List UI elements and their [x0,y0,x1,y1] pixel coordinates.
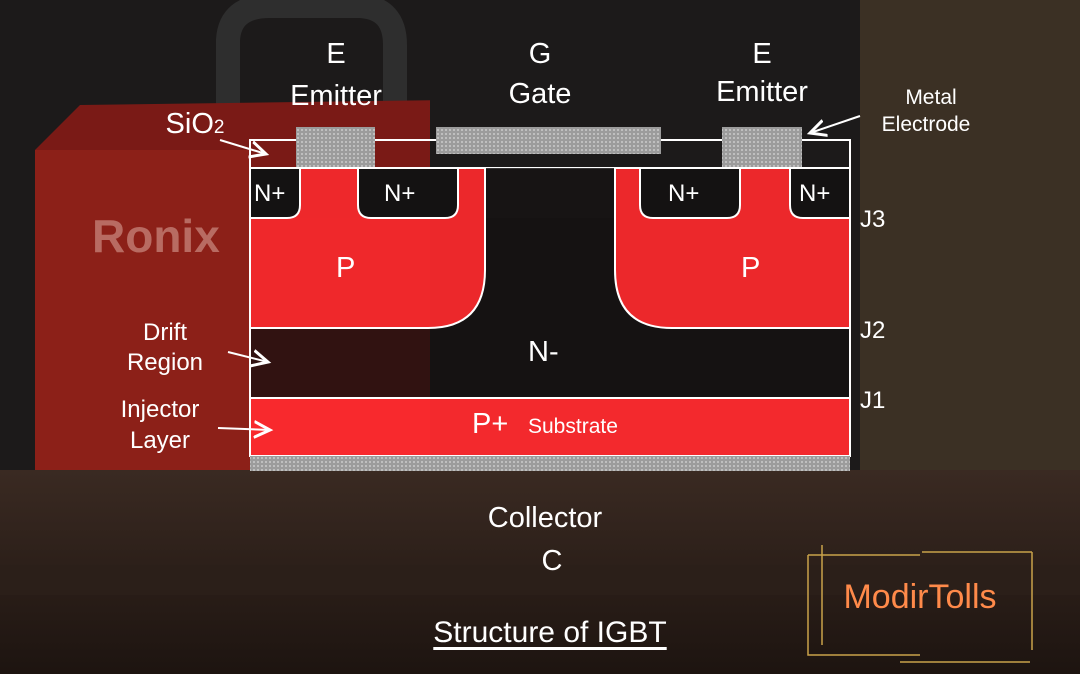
machine-logo: Ronix [92,210,220,262]
n-plus-label-2: N+ [384,180,416,207]
drift-label-1: Drift [143,319,187,346]
emitter-left-letter: E [326,38,346,70]
background-beam-edge [0,565,1080,595]
emitter-left-name: Emitter [290,80,382,112]
sio2-subscript: 2 [213,117,225,138]
machine-side-face [35,150,250,470]
watermark-frame-inner [821,545,1033,663]
n-plus-pocket-3 [639,167,741,219]
emitter-electrode-left [296,127,375,167]
gate-letter: G [528,38,552,70]
p-label-left: P [336,252,356,284]
p-label-right: P [741,252,761,284]
emitter-right-letter: E [752,38,772,70]
n-plus-pocket-4 [789,167,851,219]
metal-electrode-label-1: Metal [905,86,957,109]
drift-label-2: Region [126,349,204,376]
junction-j3: J3 [860,206,886,233]
gate-electrode [436,127,661,154]
n-plus-pocket-2 [357,167,459,219]
collector-electrode [250,456,850,471]
sio2-arrow [219,139,266,154]
n-plus-label-4: N+ [799,180,831,207]
n-minus-label: N- [528,336,559,368]
metal-electrode-arrow [810,115,861,133]
p-plus-substrate [249,397,851,457]
junction-j1: J1 [860,387,886,414]
sio2-label: SiO2 [150,106,240,146]
n-plus-label-1: N+ [254,180,286,207]
machine-handle [216,0,407,120]
injector-arrow [217,428,270,430]
substrate-label: Substrate [528,415,618,438]
diagram-caption: Structure of IGBT [433,616,667,649]
emitter-electrode-right [722,127,802,167]
watermark-text: ModirTolls [843,578,997,616]
collector-letter: C [541,545,563,577]
metal-electrode-label-2: Electrode [881,113,971,136]
emitter-right-name: Emitter [716,76,808,108]
p-plus-label: P+ [472,408,509,440]
injector-label-1: Injector [120,396,200,423]
n-plus-pocket-1 [249,167,301,219]
collector-name: Collector [487,502,603,534]
drift-arrow [227,352,268,362]
sio2-text: SiO [165,108,214,140]
junction-j2: J2 [860,317,886,344]
watermark-frame-outer [807,554,920,656]
injector-label-2: Layer [129,427,191,454]
background-warm-right [860,0,1080,520]
n-plus-label-3: N+ [668,180,700,207]
gate-name: Gate [508,78,572,110]
